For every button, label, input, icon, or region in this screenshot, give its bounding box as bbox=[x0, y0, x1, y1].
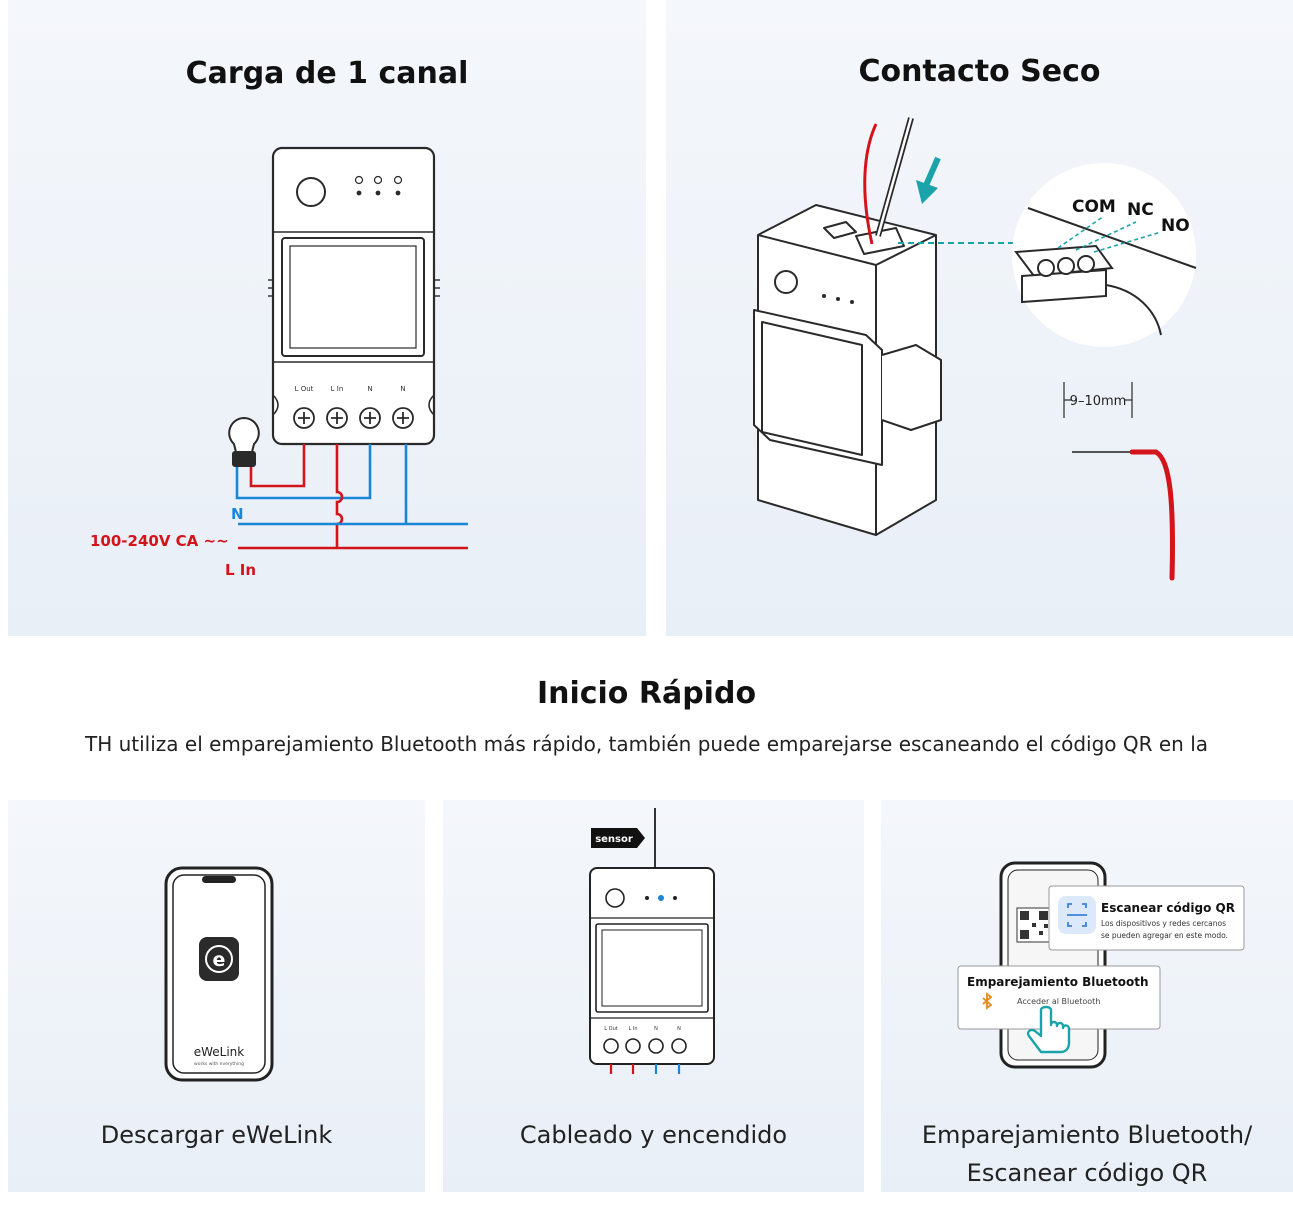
indicator-icons bbox=[354, 175, 403, 196]
step-pairing-caption-line1: Emparejamiento Bluetooth/ bbox=[921, 1121, 1253, 1149]
tap-hand-icon bbox=[1026, 1005, 1071, 1054]
dry-contact-diagram: COM NC NO 9–10mm bbox=[753, 117, 1197, 581]
terminal-screws bbox=[293, 407, 414, 429]
step-download-caption: Descargar eWeLink bbox=[100, 1121, 333, 1149]
bluetooth-pairing-card[interactable]: Emparejamiento Bluetooth Acceder al Blue… bbox=[957, 965, 1161, 1030]
sensor-label: sensor bbox=[595, 834, 633, 845]
terminal-n1-label: N bbox=[367, 385, 372, 393]
quick-start-title: Inicio Rápido bbox=[536, 676, 757, 711]
insert-arrow-icon bbox=[916, 156, 941, 204]
small-terminal-lin: L In bbox=[628, 1026, 637, 1032]
step-pairing-caption-line2: Escanear código QR bbox=[966, 1159, 1208, 1187]
qr-code-icon bbox=[1016, 907, 1052, 943]
phone-illustration: e eWeLink works with everything bbox=[164, 866, 274, 1082]
terminal-n2-label: N bbox=[400, 385, 405, 393]
zoom-circle bbox=[1012, 163, 1196, 347]
qr-card-line1: Los dispositivos y redes cercanos bbox=[1101, 919, 1226, 928]
wiring-diagram: L Out L In N N N 10 bbox=[90, 146, 468, 579]
terminal-labels: L Out L In N N bbox=[295, 385, 406, 393]
small-terminal-n1: N bbox=[654, 1026, 658, 1032]
step-pairing-panel: Escanear código QR Los dispositivos y re… bbox=[881, 800, 1293, 1192]
small-terminal-lout: L Out bbox=[604, 1026, 617, 1032]
scan-icon bbox=[1067, 903, 1087, 927]
terminal-lin-label: L In bbox=[331, 385, 344, 393]
app-name: eWeLink bbox=[194, 1045, 245, 1059]
ewelink-logo-icon: e bbox=[199, 937, 239, 981]
bluetooth-icon bbox=[982, 992, 993, 1010]
terminal-lout-label: L Out bbox=[295, 385, 314, 393]
strip-length-dimension bbox=[1063, 382, 1133, 418]
dry-contact-title: Contacto Seco bbox=[858, 54, 1101, 89]
power-button-icon bbox=[296, 177, 326, 207]
pairing-illustration: Escanear código QR Los dispositivos y re… bbox=[957, 861, 1245, 1069]
bluetooth-card-title: Emparejamiento Bluetooth bbox=[967, 975, 1149, 989]
voltage-label: 100-240V CA ~~ bbox=[90, 532, 229, 550]
no-label: NO bbox=[1161, 216, 1190, 236]
quick-start-description: TH utiliza el emparejamiento Bluetooth m… bbox=[84, 732, 1209, 756]
strip-length-label: 9–10mm bbox=[1070, 394, 1127, 409]
small-terminal-n2: N bbox=[677, 1026, 681, 1032]
dry-contact-panel: Contacto Seco bbox=[666, 0, 1293, 636]
qr-scan-card[interactable]: Escanear código QR Los dispositivos y re… bbox=[1048, 885, 1245, 951]
step-wiring-caption: Cableado y encendido bbox=[519, 1121, 788, 1149]
screwdriver-icon bbox=[875, 117, 914, 237]
qr-card-title: Escanear código QR bbox=[1101, 901, 1235, 915]
sensor-tag: sensor bbox=[591, 828, 645, 848]
step-wiring-panel: sensor L Out L In N N Cableado y encendi… bbox=[443, 800, 864, 1192]
nc-label: NC bbox=[1127, 200, 1154, 220]
neutral-label: N bbox=[231, 505, 244, 523]
bluetooth-card-action: Acceder al Bluetooth bbox=[1017, 997, 1100, 1006]
line-in-label: L In bbox=[225, 561, 256, 579]
wiring-panel: Carga de 1 canal L Out L In N N bbox=[8, 0, 646, 636]
device-button-icon bbox=[774, 270, 798, 294]
step-download-panel: e eWeLink works with everything Descarga… bbox=[8, 800, 425, 1192]
wiring-title: Carga de 1 canal bbox=[185, 56, 469, 91]
wiring-device-illustration: sensor L Out L In N N bbox=[589, 808, 715, 1074]
svg-text:e: e bbox=[213, 949, 226, 971]
light-bulb-icon bbox=[228, 416, 260, 467]
app-tagline: works with everything bbox=[194, 1061, 244, 1067]
com-label: COM bbox=[1072, 197, 1116, 217]
qr-card-line2: se pueden agregar en este modo. bbox=[1101, 931, 1228, 940]
